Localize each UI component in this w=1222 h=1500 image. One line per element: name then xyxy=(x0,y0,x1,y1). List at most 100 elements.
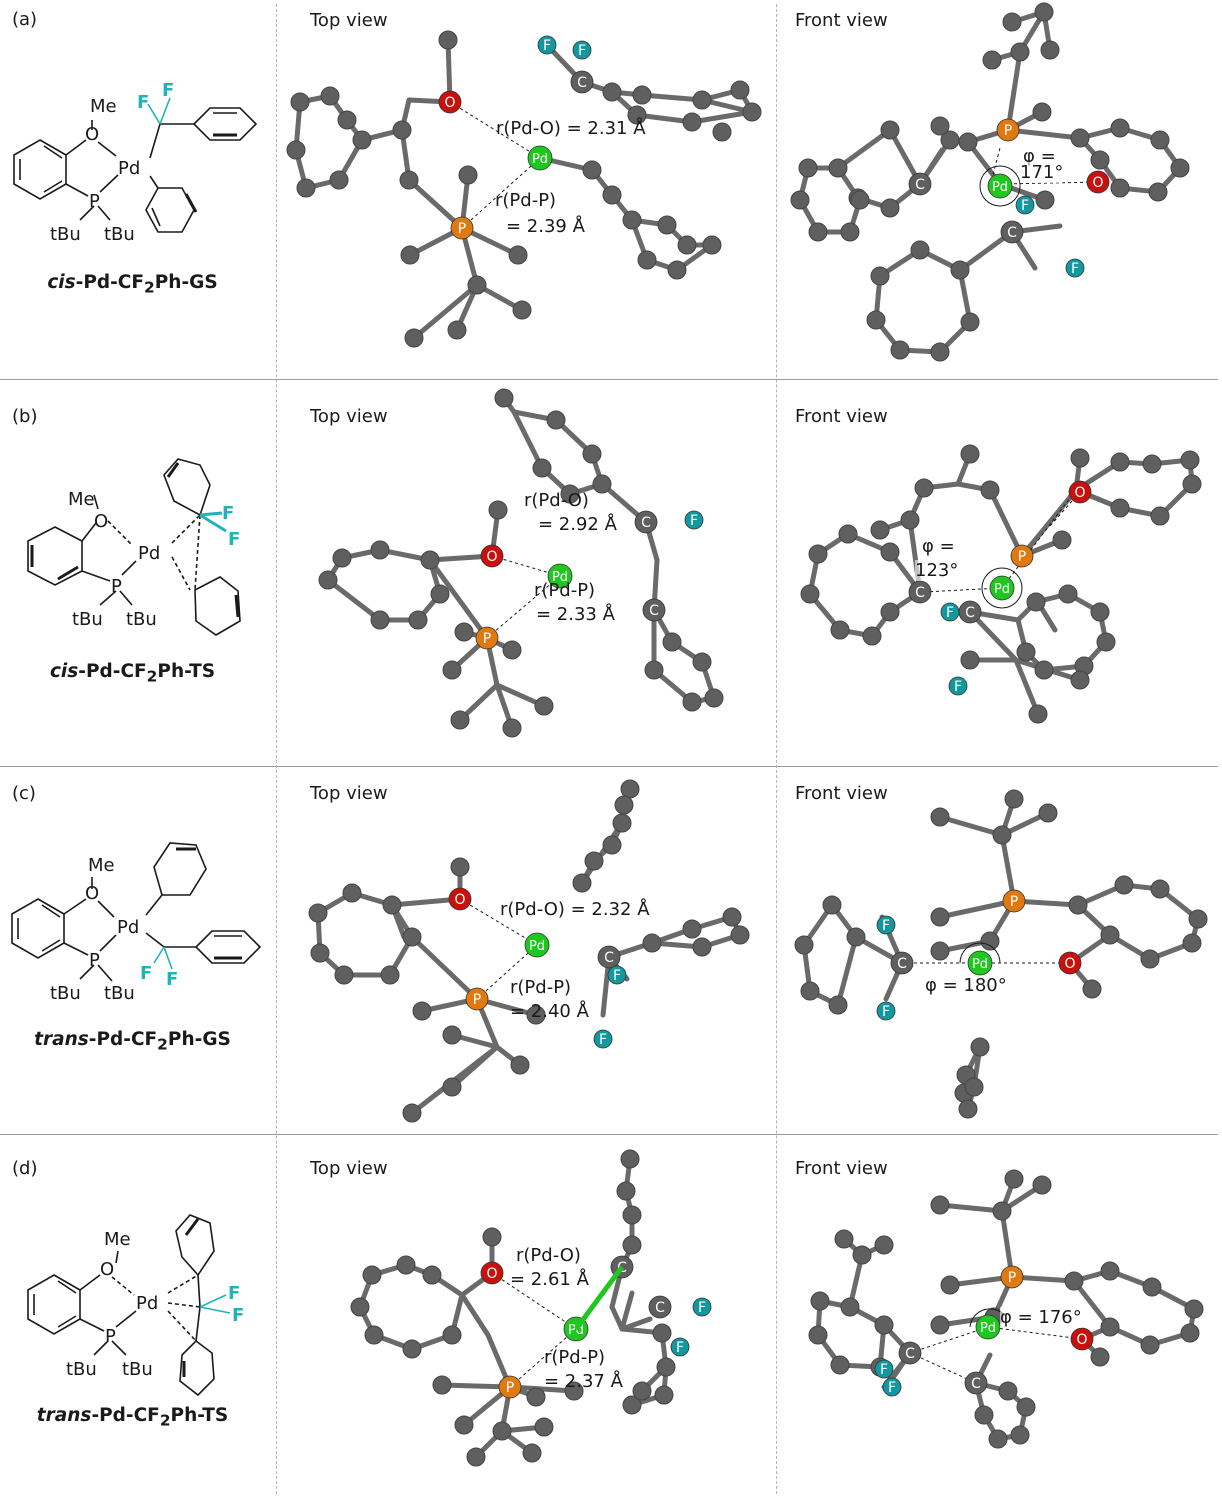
carbon-atom xyxy=(450,857,470,877)
f-atom xyxy=(876,1001,896,1021)
carbon-atom xyxy=(482,1227,502,1247)
carbon-atom xyxy=(442,1325,462,1345)
c-atom-label: C xyxy=(604,950,614,966)
carbon-atom xyxy=(1070,448,1090,468)
label-p: P xyxy=(105,1326,116,1347)
coordination-line xyxy=(476,944,538,1000)
f-atom xyxy=(948,676,968,696)
c-atom-label: C xyxy=(655,1300,665,1316)
carbon-atom xyxy=(612,813,632,833)
coordination-line xyxy=(909,1352,977,1384)
distance-label-pd-o: r(Pd-O) = 2.31 Å xyxy=(496,118,646,139)
carbon-atom xyxy=(614,795,634,815)
front-view-title: Front view xyxy=(795,783,888,804)
carbon-atom xyxy=(502,640,522,660)
panel-a: (a) Me O Pd P t xyxy=(0,0,1222,378)
bond xyxy=(406,177,465,231)
carbon-atom xyxy=(458,165,478,185)
panel-label: (b) xyxy=(12,406,38,427)
c-atom xyxy=(570,70,594,94)
carbon-atom xyxy=(982,50,1002,70)
carbon-atom xyxy=(350,1297,370,1317)
carbon-atom xyxy=(960,312,980,332)
carbon-atom xyxy=(830,620,850,640)
distance-label-pd-o: r(Pd-O) xyxy=(524,490,589,511)
panel-label: (d) xyxy=(12,1158,38,1179)
carbon-atom xyxy=(988,1429,1008,1449)
angle-label: φ = 176° xyxy=(1000,1307,1082,1328)
carbon-atom xyxy=(1070,670,1090,690)
label-tbu: tBu xyxy=(72,609,103,630)
carbon-atom xyxy=(380,965,400,985)
f-atom xyxy=(940,602,960,622)
carbon-atom xyxy=(402,927,422,947)
carbon-atom xyxy=(652,1323,672,1343)
f-atom xyxy=(882,1377,902,1397)
carbon-atom xyxy=(654,1385,674,1405)
carbon-atom xyxy=(332,548,352,568)
carbon-atom xyxy=(1090,1347,1110,1367)
coordination-line xyxy=(491,1272,577,1330)
carbon-atom xyxy=(592,474,612,494)
carbon-atom xyxy=(930,1315,950,1335)
compound-name: cis-Pd-CF2Ph-TS xyxy=(49,661,216,686)
carbon-atom xyxy=(930,1195,950,1215)
p-atom-label: P xyxy=(1010,894,1018,910)
front-view-title: Front view xyxy=(795,406,888,427)
carbon-atom xyxy=(526,1387,546,1407)
carbon-atom xyxy=(810,1291,830,1311)
carbon-atom xyxy=(880,542,900,562)
carbon-atom xyxy=(534,696,554,716)
pd-atom xyxy=(987,173,1013,199)
structure-drawing: Me O Pd P tBu tBu F F xyxy=(11,842,262,1004)
carbon-atom xyxy=(320,86,340,106)
carbon-atom xyxy=(1140,1335,1160,1355)
carbon-atom xyxy=(1090,602,1110,622)
panel-divider xyxy=(0,766,1218,767)
carbon-atom xyxy=(880,198,900,218)
carbon-atom xyxy=(1100,1317,1120,1337)
carbon-atom xyxy=(362,1265,382,1285)
carbon-atom xyxy=(1038,803,1058,823)
carbon-atom xyxy=(1032,1175,1052,1195)
label-tbu: tBu xyxy=(122,1359,153,1380)
carbon-atom xyxy=(522,1443,542,1463)
carbon-atom xyxy=(798,158,818,178)
o-atom xyxy=(1086,170,1110,194)
carbon-atom xyxy=(874,1315,894,1335)
pd-atom xyxy=(547,563,573,589)
carbon-atom xyxy=(930,907,950,927)
carbon-atom xyxy=(616,1181,636,1201)
bond xyxy=(459,1292,491,1338)
label-p: P xyxy=(111,576,122,597)
label-p: P xyxy=(89,191,100,212)
bond xyxy=(511,409,545,471)
carbon-atom xyxy=(370,610,390,630)
carbon-atom xyxy=(492,1421,512,1441)
carbon-atom xyxy=(396,1255,416,1275)
coordination-line xyxy=(923,587,1001,593)
c-atom xyxy=(634,510,658,534)
compound-name: cis-Pd-CF2Ph-GS xyxy=(47,272,218,297)
carbon-atom xyxy=(800,981,820,1001)
c-atom xyxy=(898,1341,922,1365)
top-view-title: Top view xyxy=(310,783,388,804)
f-atom-label: F xyxy=(1021,198,1029,214)
carbon-atom xyxy=(1182,474,1202,494)
f-atom-label: F xyxy=(599,1032,607,1048)
carbon-atom xyxy=(1110,498,1130,518)
carbon-atom xyxy=(1096,632,1116,652)
carbon-atom xyxy=(582,444,602,464)
f-atom-label: F xyxy=(882,1004,890,1020)
carbon-atom xyxy=(620,779,640,799)
coordination-line xyxy=(909,1326,989,1354)
carbon-atom xyxy=(584,851,604,871)
distance-value-pd-p: = 2.40 Å xyxy=(510,1001,589,1022)
c-atom-label: C xyxy=(971,1376,981,1392)
carbon-atom xyxy=(467,275,487,295)
